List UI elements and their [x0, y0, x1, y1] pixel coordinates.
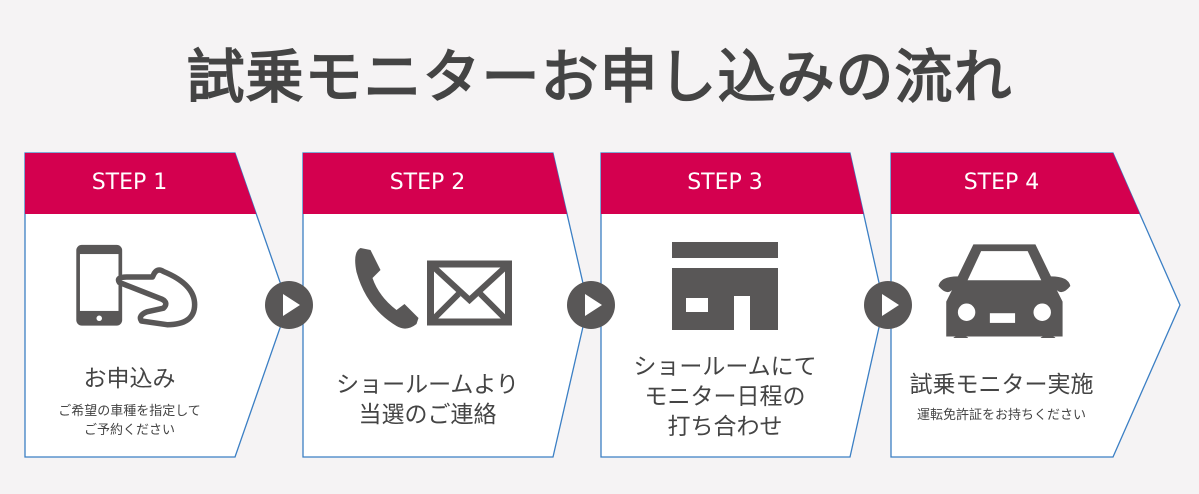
page-title: 試乗モニターお申し込みの流れ — [186, 43, 1013, 111]
step-label: STEP 1 — [91, 170, 168, 195]
phone-mail-icon — [355, 248, 512, 329]
step-label: STEP 3 — [687, 170, 763, 195]
arrow-play-icon — [265, 281, 313, 329]
step-title: ショールームより — [336, 372, 519, 398]
step-card-4: STEP 4 試乗モニター実施 運転免許証をお持ちください — [890, 152, 1190, 458]
step-note: 運転免許証をお持ちください — [916, 408, 1086, 423]
step-card-1: STEP 1 お申込み ご希望の車種を指定して ご予約ください — [24, 152, 324, 458]
step-card-shape — [24, 152, 289, 458]
step-title: 当選のご連絡 — [358, 402, 497, 428]
step-label: STEP 2 — [389, 170, 466, 195]
step-card-2: STEP 2 ショールームより 当選のご連絡 — [302, 152, 602, 458]
step-title: 試乗モニター実施 — [909, 372, 1094, 398]
showroom-icon — [672, 242, 778, 330]
step-title: お申込み — [83, 366, 176, 392]
smartphone-tap-icon — [76, 244, 198, 328]
step-title: モニター日程の — [644, 384, 806, 410]
step-title: ショールームにて — [633, 354, 817, 380]
step-card-shape — [600, 152, 885, 458]
step-title: 打ち合わせ — [667, 414, 783, 440]
step-note: ご予約ください — [83, 423, 175, 438]
step-card-3: STEP 3 ショールームにて モニター日程の 打ち合わせ — [600, 152, 900, 458]
step-note: ご希望の車種を指定して — [58, 404, 201, 419]
step-label: STEP 4 — [963, 170, 1040, 195]
car-icon — [938, 244, 1071, 338]
arrow-play-icon — [864, 281, 912, 329]
arrow-play-icon — [567, 281, 615, 329]
